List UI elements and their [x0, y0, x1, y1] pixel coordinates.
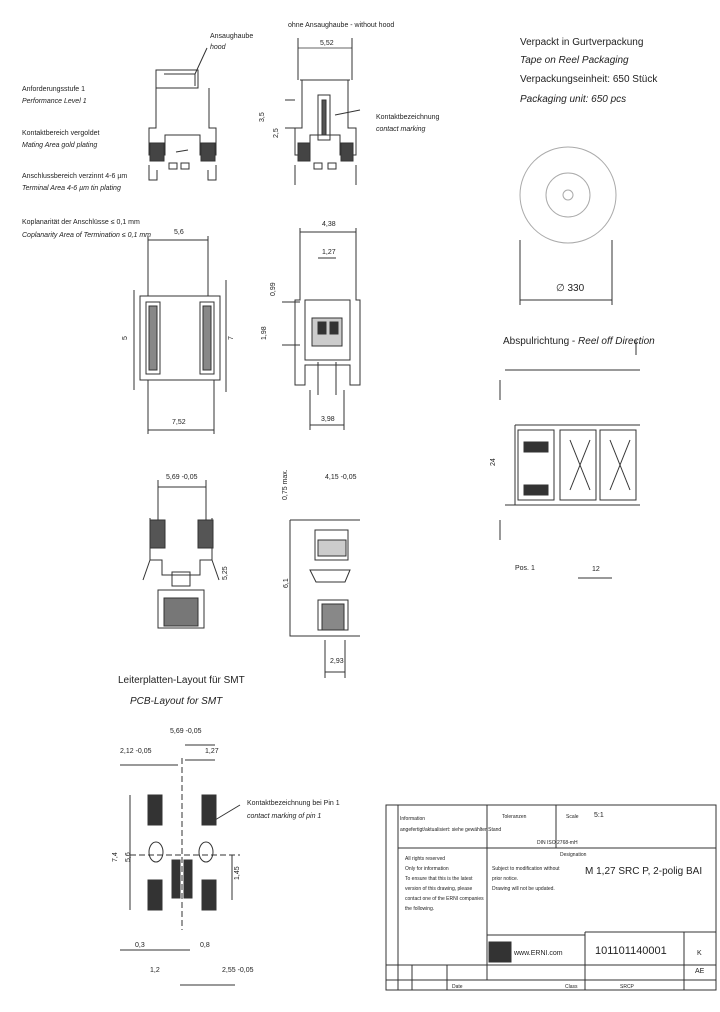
- plan-view: [133, 236, 227, 434]
- reel-off-title: Abspulrichtung - Reel off Direction: [503, 336, 655, 347]
- dim-0-99: 0,99: [270, 282, 277, 296]
- designation-label: Designation: [560, 852, 587, 858]
- dim-5-25: 5,25: [222, 566, 229, 580]
- pcb-dim-1-2: 1,2: [150, 967, 160, 974]
- hood-label-de: Ansaughaube: [210, 33, 254, 40]
- designation-value: M 1,27 SRC P, 2-polig BAI: [585, 866, 703, 877]
- version-note: version of this drawing, please: [405, 886, 473, 892]
- pcb-dim-5-69: 5,69 -0,05: [170, 728, 202, 735]
- pcb-dim-2-55: 2,55 -0,05: [222, 967, 254, 974]
- sheet-label: K: [697, 950, 702, 957]
- dim-7: 7: [228, 336, 235, 340]
- pcb-dim-1-27: 1,27: [205, 748, 219, 755]
- pcb-dim-2-12: 2,12 -0,05: [120, 748, 152, 755]
- rights-reserved: All rights reserved: [405, 856, 446, 862]
- scale-value: 5:1: [594, 812, 604, 819]
- website: www.ERNI.com: [514, 950, 563, 957]
- tape-width: 24: [490, 458, 497, 466]
- performance-level-en: Performance Level 1: [22, 98, 87, 105]
- scale-label: Scale: [566, 814, 579, 820]
- title-block: [385, 804, 717, 991]
- class-label: Class: [565, 984, 578, 990]
- pcb-title-de: Leiterplatten-Layout für SMT: [118, 675, 245, 686]
- class-value: SRCP: [620, 984, 634, 990]
- prior-notice: prior notice.: [492, 876, 519, 882]
- dim-5-52: 5,52: [320, 40, 334, 47]
- part-number: 101101140001: [595, 945, 667, 957]
- ensure-latest: To ensure that this is the latest: [405, 876, 473, 882]
- without-hood-label: ohne Ansaughaube - without hood: [288, 22, 395, 29]
- front-view-without-hood: [285, 38, 361, 185]
- dim-7-52: 7,52: [172, 419, 186, 426]
- pcb-dim-1-45: 1,45: [234, 866, 241, 880]
- subject-modification: Subject to modification without: [492, 866, 560, 872]
- reel-diameter: ∅ 330: [556, 283, 585, 294]
- performance-level-de: Anforderungsstufe 1: [22, 86, 86, 93]
- dim-0-75-max: 0,75 max.: [282, 469, 289, 500]
- terminal-area-de: Anschlussbereich verzinnt 4-6 µm: [22, 173, 128, 180]
- reel-off-title-de: Abspulrichtung -: [503, 336, 579, 347]
- info-label: Information: [400, 816, 426, 822]
- dim-5-69: 5,69 -0,05: [166, 474, 198, 481]
- contact-erni: contact one of the ERNI companies: [405, 896, 484, 902]
- hood-label-en: hood: [210, 44, 226, 51]
- packaging-title-de: Verpackt in Gurtverpackung: [520, 37, 644, 48]
- revision: AE: [695, 968, 705, 975]
- pin1-marking-en: contact marking of pin 1: [247, 813, 322, 820]
- contact-marking-en: contact marking: [376, 126, 426, 133]
- mating-area-de: Kontaktbereich vergoldet: [22, 130, 100, 137]
- pcb-title-en: PCB-Layout for SMT: [130, 696, 223, 707]
- dim-1-27: 1,27: [322, 249, 336, 256]
- top-view: [282, 228, 361, 430]
- pin1-marking-de: Kontaktbezeichnung bei Pin 1: [247, 800, 340, 807]
- pcb-dim-5-6: 5,6: [125, 852, 132, 862]
- coplanarity-de: Koplanarität der Anschlüsse ≤ 0,1 mm: [22, 219, 140, 226]
- following-note: the following.: [405, 906, 435, 912]
- packaging-title-en: Tape on Reel Packaging: [520, 55, 629, 66]
- dim-6-1: 6,1: [283, 578, 290, 588]
- coplanarity-en: Coplanarity Area of Termination ≤ 0,1 mm: [22, 232, 151, 239]
- pos-1-label: Pos. 1: [515, 565, 535, 572]
- dim-3-98: 3,98: [321, 416, 335, 423]
- tolerances-label: Toleranzen: [502, 814, 527, 820]
- dim-2-93: 2,93: [330, 658, 344, 665]
- dim-1-98: 1,98: [261, 326, 268, 340]
- side-view-lower-center: [289, 519, 360, 678]
- contact-marking-de: Kontaktbezeichnung: [376, 114, 440, 121]
- dim-4-15: 4,15 -0,05: [325, 474, 357, 481]
- reel-off-title-en: Reel off Direction: [578, 336, 655, 347]
- mating-area-en: Mating Area gold plating: [22, 142, 98, 149]
- terminal-area-en: Terminal Area 4-6 µm tin plating: [22, 185, 121, 192]
- side-view-with-hood: [148, 47, 217, 181]
- pcb-layout: [120, 744, 241, 986]
- pcb-dim-0-8: 0,8: [200, 942, 210, 949]
- info-text: angefertigt/aktualisiert: siehe gewählte…: [400, 827, 502, 833]
- only-information: Only for information: [405, 866, 449, 872]
- packaging-unit-de: Verpackungseinheit: 650 Stück: [520, 74, 658, 85]
- dim-4-38: 4,38: [322, 221, 336, 228]
- reel: [519, 146, 617, 305]
- pcb-dim-7-4: 7,4: [112, 852, 119, 862]
- dim-2-5: 2,5: [273, 128, 280, 138]
- dim-3-5: 3,5: [259, 112, 266, 122]
- date-label: Date: [452, 984, 463, 990]
- projection-label: DIN ISO 2768-mH: [537, 840, 578, 846]
- packaging-unit-en: Packaging unit: 650 pcs: [520, 94, 627, 105]
- tape-pitch: 12: [592, 566, 600, 573]
- dim-5: 5: [122, 336, 129, 340]
- uncontrolled-note: Drawing will not be updated.: [492, 886, 555, 892]
- dim-5-6: 5,6: [174, 229, 184, 236]
- pcb-dim-0-3: 0,3: [135, 942, 145, 949]
- tape: [499, 340, 640, 579]
- side-view-lower: [142, 480, 220, 629]
